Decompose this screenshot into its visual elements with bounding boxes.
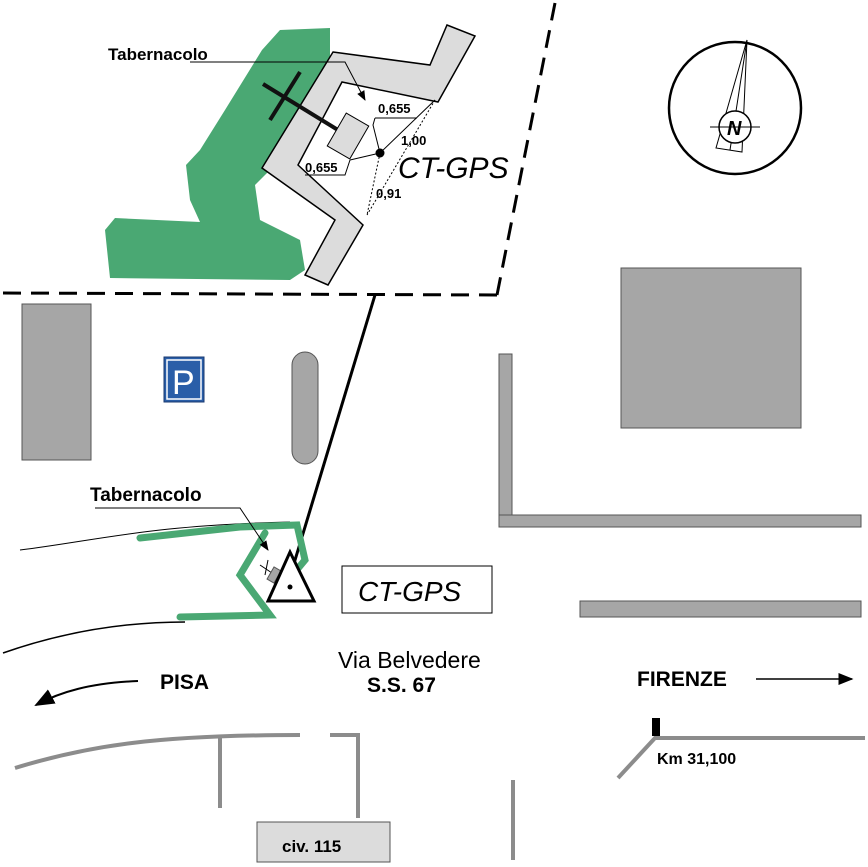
building-left xyxy=(21,303,92,461)
west-destination: PISA xyxy=(160,671,209,694)
main-hedge xyxy=(136,521,309,621)
street-name: Via Belvedere xyxy=(338,647,481,673)
inset-gps-point xyxy=(375,148,385,158)
civic-number: civ. 115 xyxy=(282,837,341,856)
inset-measure-lines xyxy=(305,99,436,216)
road-code: S.S. 67 xyxy=(367,674,436,697)
road-edge-south xyxy=(2,621,186,654)
compass-icon: N xyxy=(667,39,803,176)
inset-tabernacolo-shrine xyxy=(326,112,370,160)
inset-leader xyxy=(190,61,366,101)
building-right xyxy=(620,267,802,429)
buildings xyxy=(21,267,862,618)
inset-wall xyxy=(260,24,477,286)
parking-sign-icon: P xyxy=(163,356,205,403)
main-station-label: CT-GPS xyxy=(358,576,462,607)
main-leader xyxy=(95,507,269,551)
wall-lower xyxy=(579,600,862,618)
parking-label: P xyxy=(172,364,195,402)
inset-measure-1: 0,655 xyxy=(378,101,411,116)
inset-measure-2: 0,655 xyxy=(305,160,338,175)
wall-horizontal xyxy=(498,514,862,528)
km-marker-label: Km 31,100 xyxy=(657,751,736,768)
inset-connector-line xyxy=(287,294,377,581)
compass-north-label: N xyxy=(727,118,742,140)
civic-number-box xyxy=(256,821,391,863)
gps-station-triangle-icon xyxy=(265,548,317,603)
km-marker-post xyxy=(652,718,660,736)
east-destination: FIRENZE xyxy=(637,668,727,691)
south-road-edges xyxy=(14,733,865,860)
parking-island xyxy=(291,351,319,465)
inset-measure-3: 1,00 xyxy=(401,133,426,148)
station-label-box xyxy=(341,565,493,614)
wall-vertical xyxy=(498,353,513,517)
west-arrow xyxy=(34,680,139,706)
inset-station-label: CT-GPS xyxy=(398,152,509,185)
inset-border xyxy=(2,2,557,297)
main-tabernacolo-label: Tabernacolo xyxy=(90,485,202,506)
inset-tabernacolo-label: Tabernacolo xyxy=(108,45,208,64)
tabernacolo-cross-icon xyxy=(261,70,340,132)
inset-measure-4: 0,91 xyxy=(376,186,401,201)
